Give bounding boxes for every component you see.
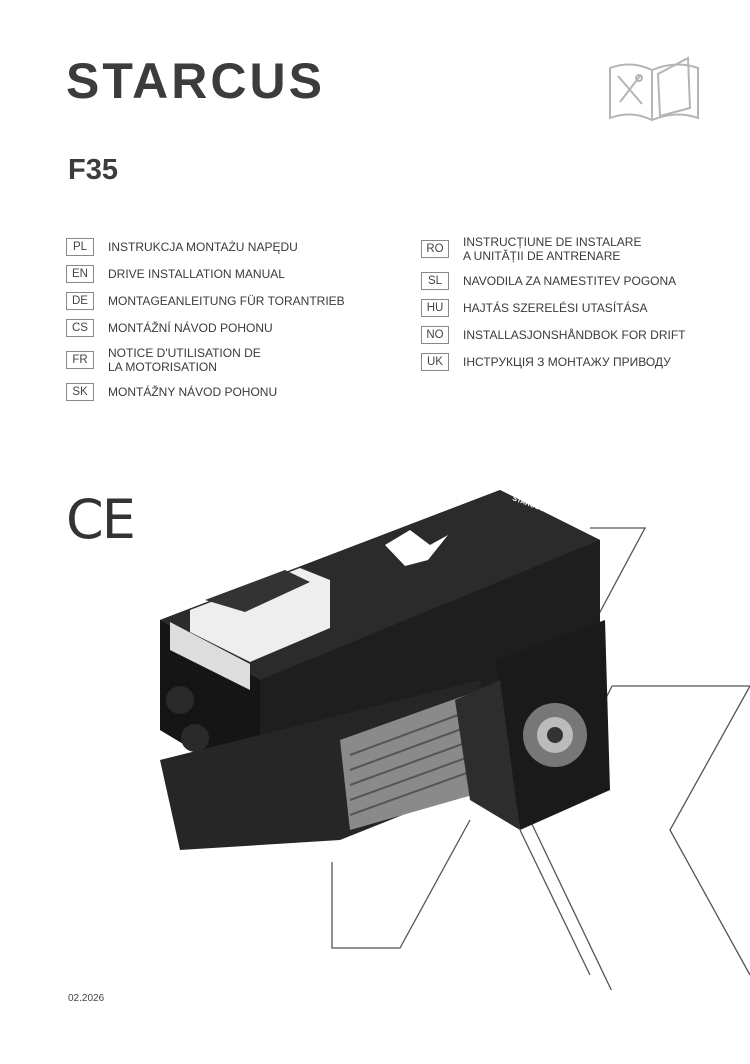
lang-title: MONTÁŽNY NÁVOD POHONU [108,385,278,399]
lang-item-en: EN DRIVE INSTALLATION MANUAL [66,265,345,283]
lang-title: MONTAGEANLEITUNG FÜR TORANTRIEB [108,294,345,308]
lang-code: RO [421,240,449,258]
lang-title: INSTALLASJONSHÅNDBOK FOR DRIFT [463,328,686,342]
lang-item-sl: SL NAVODILA ZA NAMESTITEV POGONA [421,272,685,290]
lang-item-sk: SK MONTÁŽNY NÁVOD POHONU [66,383,345,401]
brand-logo: STARCUS [66,53,325,109]
lang-code: CS [66,319,94,337]
edition-date: 02.2026 [68,993,105,1004]
lang-title: NAVODILA ZA NAMESTITEV POGONA [463,274,677,288]
lang-title: MONTÁŽNÍ NÁVOD POHONU [108,321,273,335]
lang-title-line1: NOTICE D'UTILISATION DE [108,346,261,360]
lang-code: NO [421,326,449,344]
lang-title-line1: INSTRUCȚIUNE DE INSTALARE [463,235,642,249]
lang-item-cs: CS MONTÁŽNÍ NÁVOD POHONU [66,319,345,337]
model-name: F35 [68,154,118,186]
lang-code: PL [66,238,94,256]
lang-item-no: NO INSTALLASJONSHÅNDBOK FOR DRIFT [421,326,685,344]
lang-code: FR [66,351,94,369]
lang-code: EN [66,265,94,283]
ce-mark: CE [66,488,136,551]
lang-code: DE [66,292,94,310]
lang-item-pl: PL INSTRUKCJA MONTAŻU NAPĘDU [66,238,345,256]
lang-title: ІНСТРУКЦІЯ З МОНТАЖУ ПРИВОДУ [463,355,671,369]
lang-title: INSTRUKCJA MONTAŻU NAPĘDU [108,240,298,254]
lang-title: DRIVE INSTALLATION MANUAL [108,267,285,281]
language-list-left: PL INSTRUKCJA MONTAŻU NAPĘDU EN DRIVE INST… [66,238,345,410]
product-image: STARCUS [160,490,750,990]
lang-item-de: DE MONTAGEANLEITUNG FÜR TORANTRIEB [66,292,345,310]
lang-code: SK [66,383,94,401]
brand-chevron-icon [385,530,448,566]
lang-title-line2: LA MOTORISATION [108,360,217,374]
manual-tools-icon [609,56,699,122]
lang-code: HU [421,299,449,317]
lang-item-uk: UK ІНСТРУКЦІЯ З МОНТАЖУ ПРИВОДУ [421,353,685,371]
lang-code: SL [421,272,449,290]
lang-code: UK [421,353,449,371]
lang-title: HAJTÁS SZERELÉSI UTASÍTÁSA [463,301,648,315]
lang-item-hu: HU HAJTÁS SZERELÉSI UTASÍTÁSA [421,299,685,317]
lang-title-line2: A UNITĂȚII DE ANTRENARE [463,249,621,263]
